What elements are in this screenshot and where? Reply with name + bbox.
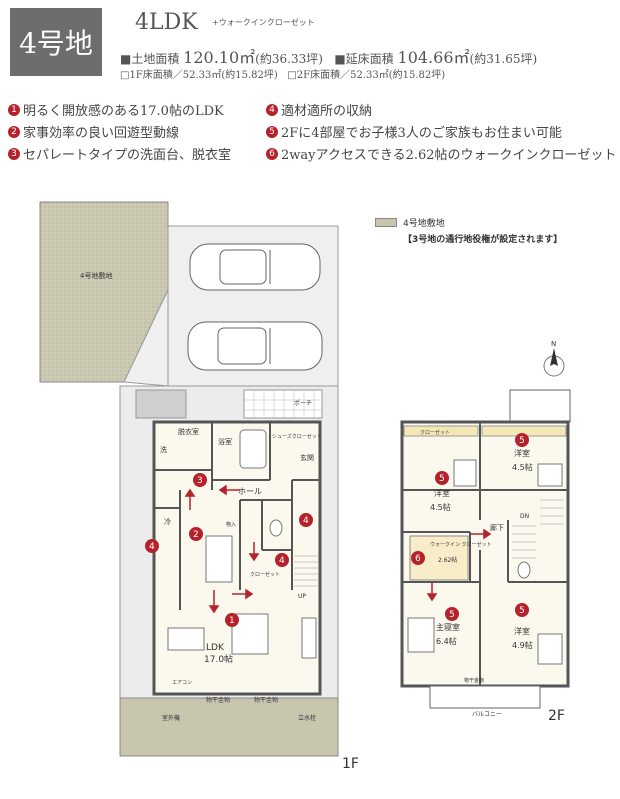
- floor-area-label: ■延床面積: [334, 52, 394, 66]
- ldk-name: LDK: [206, 643, 225, 653]
- rack1-label: 物干金物: [206, 696, 230, 704]
- entrance-label: 玄関: [300, 453, 314, 462]
- floor2-markers: 5 5 6 5 5: [411, 433, 529, 621]
- land-area-label: ■土地面積: [120, 52, 180, 66]
- marker-5: 5: [519, 436, 525, 446]
- floor1-markers: 3 2 4 4 4 1: [145, 473, 313, 627]
- balcony-label: バルコニー: [472, 711, 502, 718]
- feature-text: 2wayアクセスできる2.62帖のウォークインクローゼット: [281, 148, 617, 163]
- marker-1: 1: [229, 616, 235, 626]
- up-label: UP: [298, 593, 306, 600]
- header: 4号地 4LDK +ウォークインクローゼット ■土地面積 120.10㎡(約36…: [0, 0, 620, 90]
- floor2-area: □2F床面積／52.33㎡(約15.82坪): [287, 70, 446, 81]
- floor-area-tsubo: (約31.65坪): [469, 52, 538, 66]
- feature-number: 4: [266, 103, 278, 116]
- outdoor-unit-label: 室外機: [162, 714, 180, 722]
- floor-areas: □1F床面積／52.33㎡(約15.82坪) □2F床面積／52.33㎡(約15…: [120, 66, 445, 81]
- feature-text: 2Fに4部屋でお子様3人のご家族もお住まい可能: [281, 126, 562, 141]
- fridge-label: 冷: [164, 517, 171, 526]
- feature-number: 6: [266, 147, 278, 160]
- feature-text: 明るく開放感のある17.0帖のLDK: [23, 104, 224, 119]
- legend-swatch: [375, 218, 397, 227]
- plan-suffix: +ウォークインクローゼット: [212, 18, 315, 27]
- feature-number: 5: [266, 125, 278, 138]
- room1-name: 洋室: [514, 448, 530, 458]
- land-area-tsubo: (約36.33坪): [255, 52, 323, 66]
- compass-icon: N: [543, 340, 565, 377]
- floor2-plan: N クローゼット ウォークイン クローゼット 2.62帖: [400, 340, 571, 724]
- land-area-value: 120.10㎡: [183, 48, 256, 67]
- feature-text: 適材適所の収納: [281, 104, 373, 119]
- closet-label-1f: クローゼット: [250, 571, 280, 578]
- feature-text: 家事効率の良い回遊型動線: [23, 126, 180, 141]
- feature-number: 1: [8, 103, 20, 116]
- shoe-closet-label: シューズクローゼット: [272, 433, 322, 440]
- rack-label-2f: 物干金物: [464, 677, 484, 684]
- marker-5: 5: [449, 610, 455, 620]
- room4-name: 洋室: [514, 626, 530, 636]
- wash-label: 洗: [160, 445, 167, 454]
- marker-4: 4: [303, 516, 309, 526]
- marker-5: 5: [439, 474, 445, 484]
- svg-text:N: N: [551, 340, 556, 348]
- marker-5: 5: [519, 606, 525, 616]
- car-icon: [187, 321, 323, 371]
- floor1-lot-text: 4号地敷地: [80, 271, 112, 280]
- bath-label: 浴室: [218, 437, 232, 446]
- marker-4: 4: [279, 556, 285, 566]
- feature-number: 3: [8, 147, 20, 160]
- area-summary: ■土地面積 120.10㎡(約36.33坪) ■延床面積 104.66㎡(約31…: [120, 44, 537, 68]
- master-size: 6.4帖: [436, 636, 457, 646]
- marker-4: 4: [149, 542, 155, 552]
- closet-label-2f: クローゼット: [420, 429, 450, 436]
- dn-label: DN: [520, 513, 529, 520]
- feature-text: セパレートタイプの洗面台、脱衣室: [23, 148, 232, 163]
- room4-size: 4.9帖: [512, 640, 533, 650]
- floor1-label: 1F: [342, 756, 359, 772]
- floor1-plan: 4号地敷地 ポーチ: [39, 201, 359, 772]
- legend-note: 【3号地の通行地役権が設定されます】: [403, 235, 563, 245]
- wic-name: ウォークイン クローゼット: [430, 541, 492, 548]
- lot-badge: 4号地: [10, 8, 102, 76]
- floor-plan-drawing: 4号地敷地 ポーチ: [39, 201, 571, 772]
- floor2-label: 2F: [548, 708, 565, 724]
- room2-name: 洋室: [434, 488, 450, 498]
- room1-size: 4.5帖: [512, 462, 533, 472]
- floor1-area: □1F床面積／52.33㎡(約15.82坪): [120, 70, 278, 81]
- legend-name: 4号地敷地: [403, 219, 445, 229]
- faucet-label: 立水栓: [298, 714, 316, 722]
- ldk-size: 17.0帖: [204, 653, 233, 665]
- pantry-label: 物入: [226, 521, 236, 528]
- aircon-label: エアコン: [172, 680, 192, 686]
- floor-area-value: 104.66㎡: [397, 48, 470, 67]
- dressing-label: 脱衣室: [178, 427, 199, 436]
- feature-number: 2: [8, 125, 20, 138]
- porch-label: ポーチ: [294, 399, 312, 407]
- marker-3: 3: [197, 476, 203, 486]
- plan-type: 4LDK: [135, 10, 198, 35]
- wic-size: 2.62帖: [438, 556, 457, 564]
- marker-2: 2: [193, 530, 199, 540]
- master-name: 主寝室: [436, 622, 460, 632]
- hall-label-2f: 廊下: [490, 523, 504, 532]
- room2-size: 4.5帖: [430, 502, 451, 512]
- car-icon: [189, 243, 321, 291]
- rack2-label: 物干金物: [254, 696, 278, 704]
- marker-6: 6: [415, 554, 421, 564]
- hall-label: ホール: [238, 487, 262, 496]
